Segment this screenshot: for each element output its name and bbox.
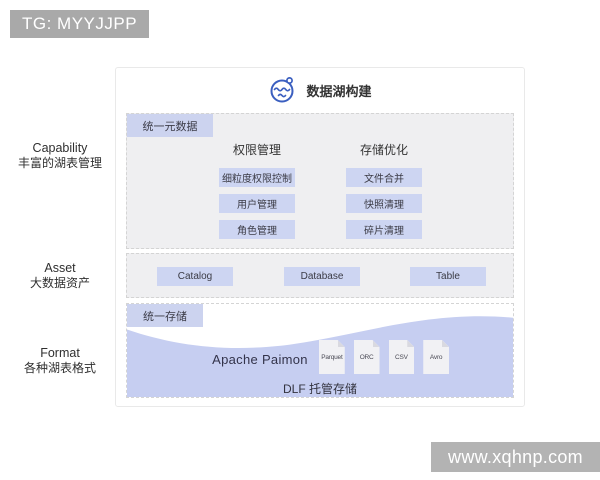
asset-en-label: Asset bbox=[44, 261, 76, 275]
watermark-top-left: TG: MYYJJPP bbox=[10, 10, 149, 38]
file-format-label: Parquet bbox=[321, 353, 343, 361]
capability-zh-label: 丰富的湖表管理 bbox=[17, 156, 102, 170]
file-fold-corner bbox=[407, 340, 414, 347]
format-zh-label: 各种湖表格式 bbox=[23, 361, 96, 375]
asset-section: Catalog Database Table bbox=[126, 253, 514, 298]
chip-snapshot-cleanup: 快照清理 bbox=[346, 194, 422, 213]
chip-catalog: Catalog bbox=[157, 267, 233, 286]
side-label-format: Format 各种湖表格式 bbox=[6, 346, 114, 376]
permission-column: 权限管理 细粒度权限控制 用户管理 角色管理 bbox=[219, 141, 295, 246]
chip-database: Database bbox=[284, 267, 360, 286]
diagram-title-row: 数据湖构建 bbox=[116, 73, 524, 107]
file-formats-row: Parquet ORC CSV Avro bbox=[319, 340, 449, 374]
diagram-title: 数据湖构建 bbox=[306, 83, 372, 99]
dlf-managed-storage-label: DLF 托管存储 bbox=[282, 382, 357, 396]
chip-role-management: 角色管理 bbox=[219, 220, 295, 239]
chip-fragment-cleanup: 碎片清理 bbox=[346, 220, 422, 239]
file-icon-orc: ORC bbox=[354, 340, 380, 374]
storage-section-tab: 统一存储 bbox=[127, 304, 203, 327]
permission-heading: 权限管理 bbox=[232, 143, 281, 157]
chip-file-merge: 文件合并 bbox=[346, 168, 422, 187]
side-label-capability: Capability 丰富的湖表管理 bbox=[6, 141, 114, 171]
watermark-bottom-right: www.xqhnp.com bbox=[431, 442, 600, 472]
file-fold-corner bbox=[338, 340, 345, 347]
chip-table: Table bbox=[410, 267, 486, 286]
file-fold-corner bbox=[442, 340, 449, 347]
metadata-section: 统一元数据 权限管理 细粒度权限控制 用户管理 角色管理 存储优化 文件合并 快… bbox=[126, 113, 514, 249]
format-en-label: Format bbox=[40, 346, 80, 360]
diagram-card: 数据湖构建 统一元数据 权限管理 细粒度权限控制 用户管理 角色管理 存储优化 … bbox=[115, 67, 525, 407]
side-label-asset: Asset 大数据资产 bbox=[6, 261, 114, 291]
apache-paimon-label: Apache Paimon bbox=[212, 352, 308, 367]
storage-section: 统一存储 Apache Paimon Parquet ORC CSV Avr bbox=[126, 303, 514, 398]
asset-zh-label: 大数据资产 bbox=[29, 276, 90, 290]
file-icon-csv: CSV bbox=[389, 340, 415, 374]
chip-fine-grained-permission: 细粒度权限控制 bbox=[219, 168, 295, 187]
storage-optimization-heading: 存储优化 bbox=[359, 143, 408, 157]
metadata-section-tab: 统一元数据 bbox=[127, 114, 213, 137]
file-format-label: ORC bbox=[359, 353, 374, 361]
file-icon-avro: Avro bbox=[423, 340, 449, 374]
file-icon-parquet: Parquet bbox=[319, 340, 345, 374]
storage-optimization-column: 存储优化 文件合并 快照清理 碎片清理 bbox=[346, 141, 422, 246]
data-lake-icon bbox=[268, 76, 296, 104]
chip-user-management: 用户管理 bbox=[219, 194, 295, 213]
file-format-label: Avro bbox=[429, 353, 443, 361]
capability-en-label: Capability bbox=[32, 141, 88, 155]
file-fold-corner bbox=[373, 340, 380, 347]
file-format-label: CSV bbox=[394, 353, 408, 361]
